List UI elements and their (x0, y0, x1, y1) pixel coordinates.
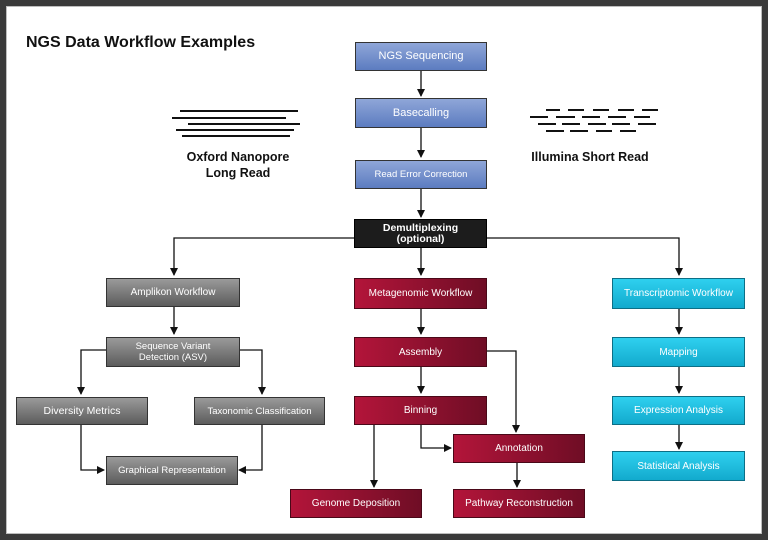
graphical-representation-node: Graphical Representation (106, 456, 238, 485)
genome-deposition-node: Genome Deposition (290, 489, 422, 518)
diagram-canvas (6, 6, 762, 534)
page-title: NGS Data Workflow Examples (26, 34, 256, 51)
annotation-node: Annotation (453, 434, 585, 463)
illumina-label: Illumina Short Read (531, 150, 649, 164)
mapping-node: Mapping (612, 337, 745, 367)
long-read-illustration (172, 110, 300, 137)
ngs-sequencing-node: NGS Sequencing (355, 42, 487, 71)
oxford-nanopore-label: Oxford Nanopore Long Read (186, 150, 290, 180)
expression-analysis-node: Expression Analysis (612, 396, 745, 425)
amplikon-workflow-node: Amplikon Workflow (106, 278, 240, 307)
statistical-analysis-node: Statistical Analysis (612, 451, 745, 481)
short-read-illustration (530, 109, 658, 132)
metagenomic-workflow-node: Metagenomic Workflow (354, 278, 487, 309)
sequence-variant-node: Sequence Variant Detection (ASV) (106, 337, 240, 367)
assembly-node: Assembly (354, 337, 487, 367)
transcriptomic-workflow-node: Transcriptomic Workflow (612, 278, 745, 309)
demultiplexing-node: Demultiplexing (optional) (354, 219, 487, 248)
basecalling-node: Basecalling (355, 98, 487, 128)
binning-node: Binning (354, 396, 487, 425)
taxonomic-classification-node: Taxonomic Classification (194, 397, 325, 425)
read-error-correction-node: Read Error Correction (355, 160, 487, 189)
diversity-metrics-node: Diversity Metrics (16, 397, 148, 425)
pathway-reconstruction-node: Pathway Reconstruction (453, 489, 585, 518)
